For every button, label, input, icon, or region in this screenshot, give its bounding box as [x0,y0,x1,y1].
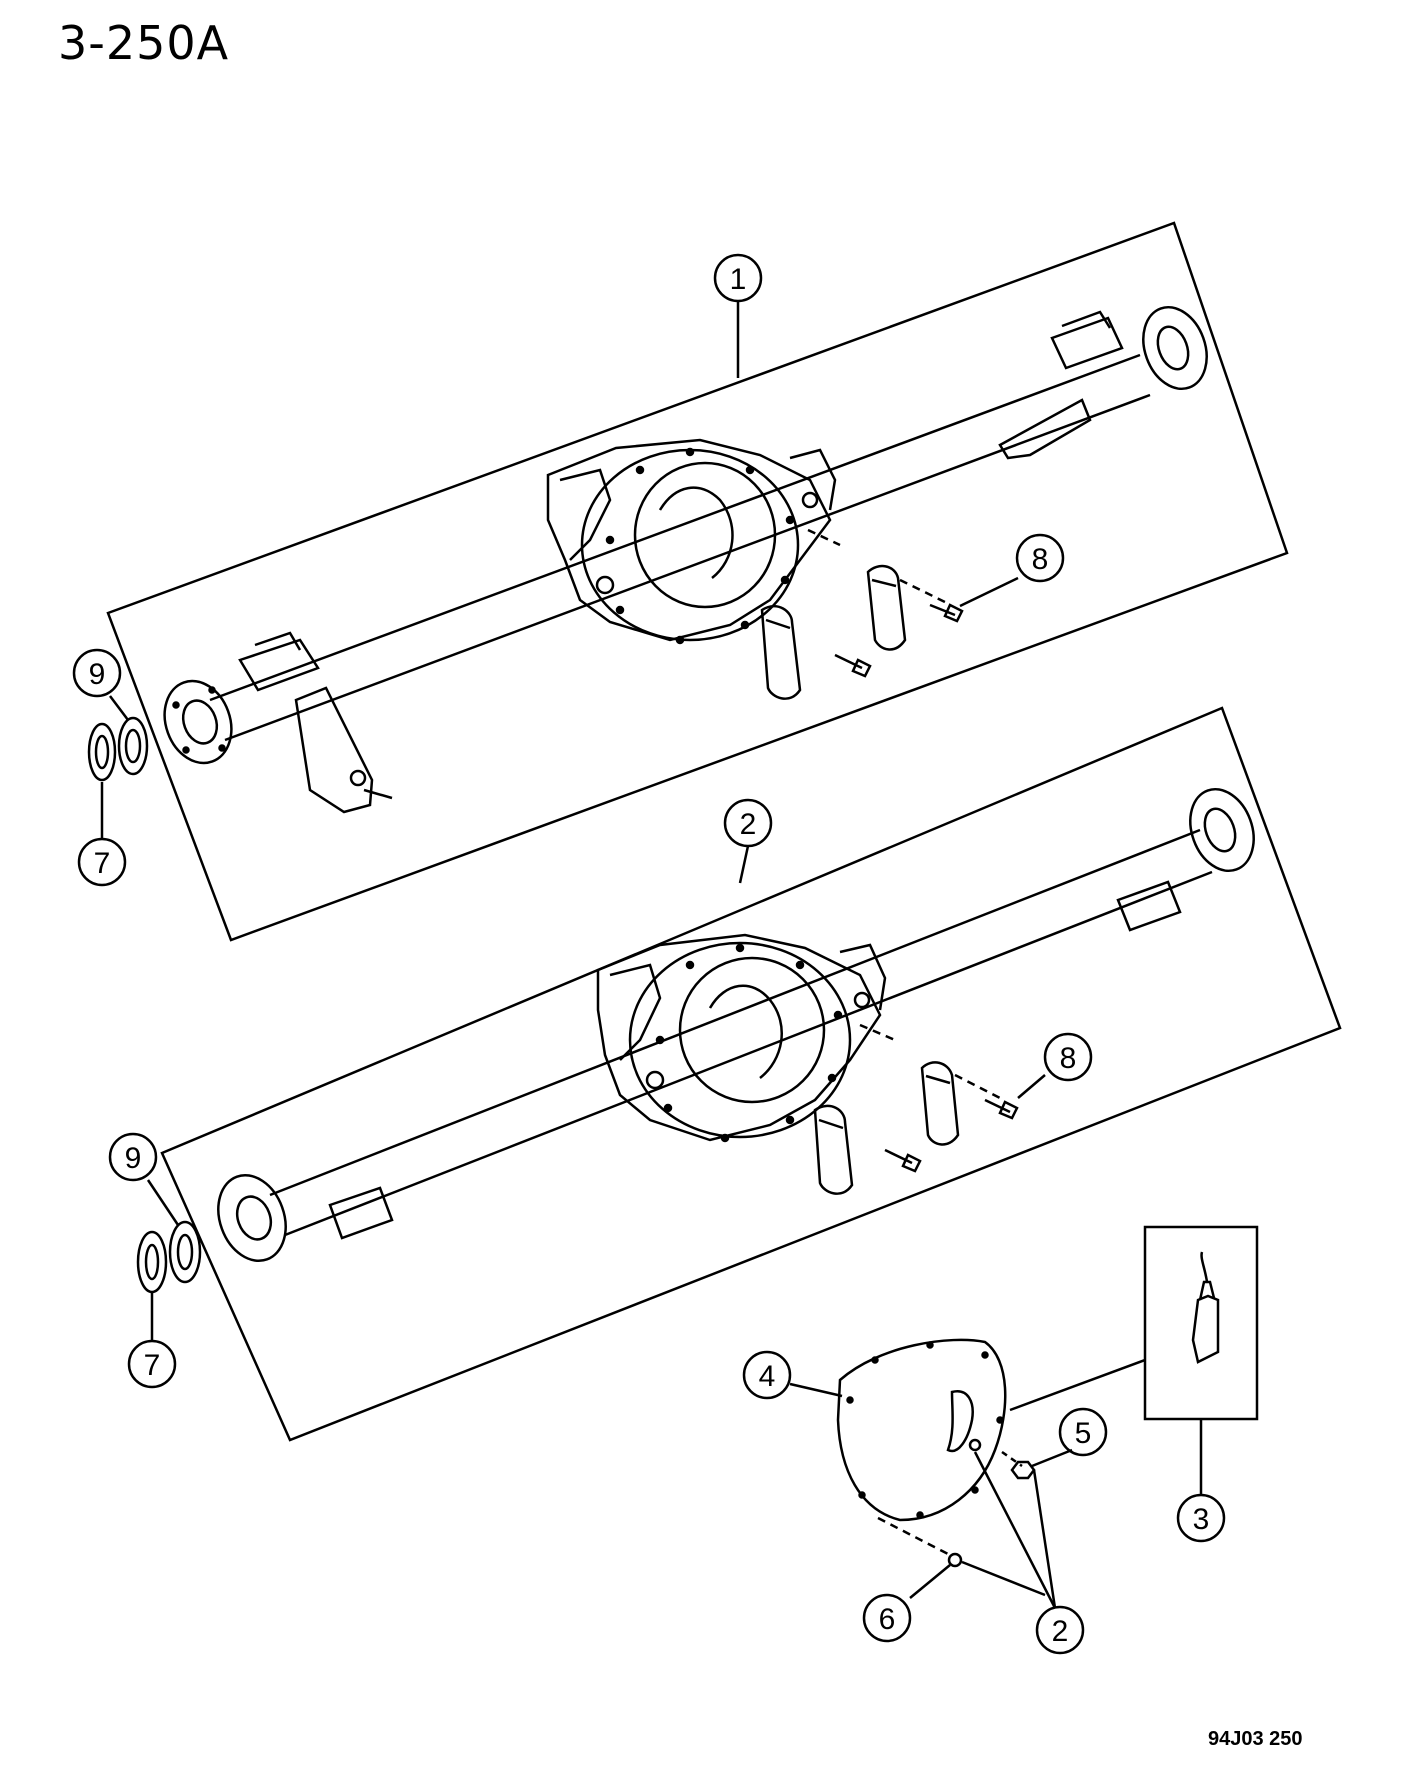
callout-8a: 8 [1015,533,1065,583]
sealant-box [789,1225,1259,1495]
callout-6-label: 6 [879,1603,896,1636]
callout-9a-label: 9 [89,658,106,691]
bearing-caps-2 [813,1023,1019,1195]
bearing-caps-1 [760,528,964,700]
callout-2a-label: 2 [740,808,757,841]
axle-housing-2 [217,787,1255,1263]
callout-6: 6 [862,1593,912,1643]
page-code: 3-250A [58,16,230,70]
callout-8b-label: 8 [1060,1042,1077,1075]
leader-8a [959,576,1019,608]
callout-3: 3 [1176,1493,1226,1543]
callout-4-label: 4 [759,1360,776,1393]
axle-housing-panel-2 [160,706,1342,1442]
seal-set-1 [87,695,149,838]
callout-1-label: 1 [730,263,747,296]
callout-7b: 7 [127,1339,177,1389]
callout-2b: 2 [1035,1605,1085,1655]
callout-4: 4 [742,1350,792,1400]
axle-housing-panel-1 [106,221,1289,942]
callout-3-label: 3 [1193,1503,1210,1536]
callout-7a-label: 7 [94,847,111,880]
callout-9b: 9 [108,1132,158,1182]
callout-9a: 9 [72,648,122,698]
callout-5-label: 5 [1075,1417,1092,1450]
leader-2a [738,845,750,884]
callouts: 1 8 9 7 2 8 9 7 [72,253,1226,1655]
callout-7b-label: 7 [144,1349,161,1382]
callout-8b: 8 [1043,1032,1093,1082]
callout-8a-label: 8 [1032,543,1049,576]
fill-plug-and-drain [909,1448,1073,1609]
differential-cover [836,1338,1023,1557]
panel-1-frame [106,221,1289,942]
callout-7a: 7 [77,837,127,887]
panel-2-frame [160,706,1342,1442]
callout-2b-label: 2 [1052,1615,1069,1648]
seal-set-2 [136,1179,202,1340]
axle-housing-1 [163,305,1208,814]
callout-2a: 2 [723,798,773,848]
drawing-code: 94J03 250 [1208,1728,1303,1750]
callout-5: 5 [1058,1407,1108,1457]
callout-1: 1 [713,253,763,303]
leader-8b [1017,1074,1046,1099]
callout-9b-label: 9 [125,1142,142,1175]
